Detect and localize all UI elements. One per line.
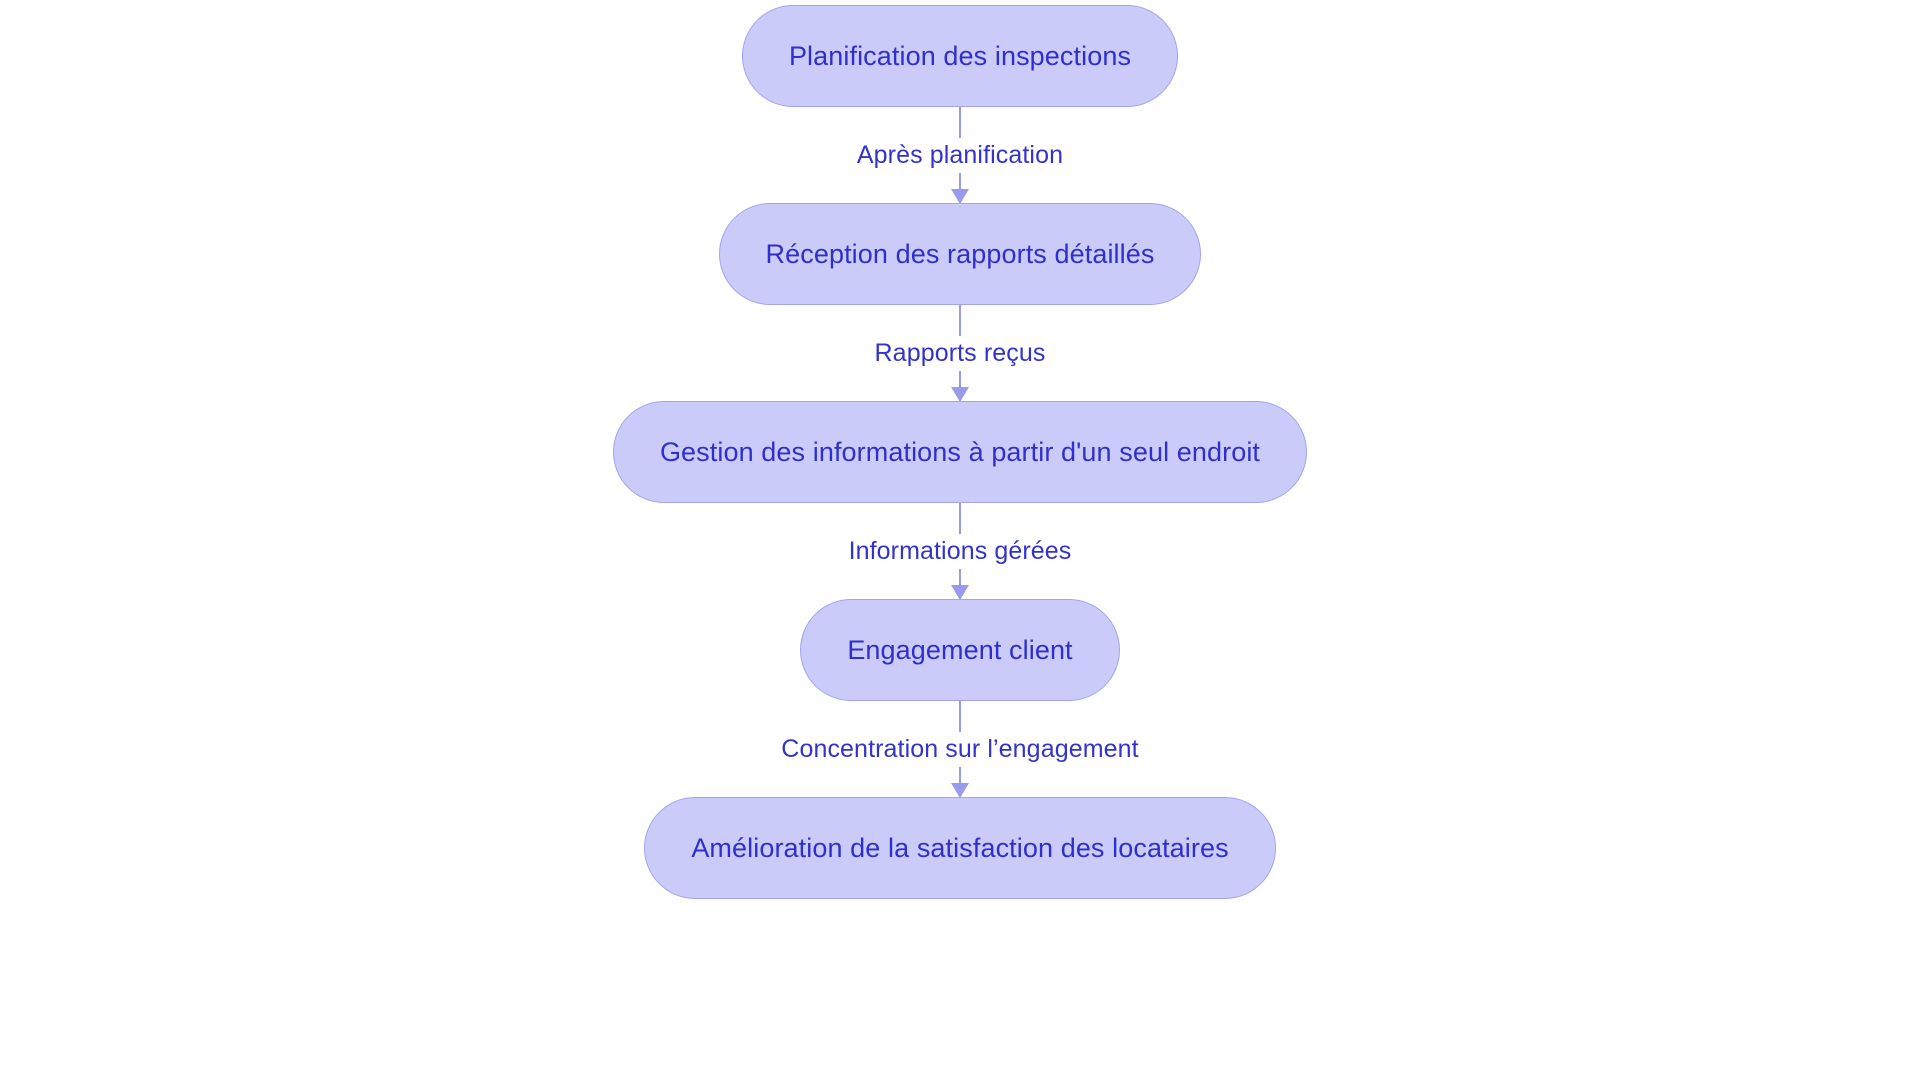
edge-label: Informations gérées <box>839 533 1081 569</box>
flow-node-label: Gestion des informations à partir d'un s… <box>659 436 1261 467</box>
down-arrow-icon <box>951 189 969 204</box>
down-arrow-icon <box>951 387 969 402</box>
flow-node-amelioration-satisfaction-locataires[interactable]: Amélioration de la satisfaction des loca… <box>644 797 1276 899</box>
flow-node-engagement-client[interactable]: Engagement client <box>800 599 1120 701</box>
down-arrow-icon <box>951 783 969 798</box>
flow-node-label: Planification des inspections <box>788 40 1132 71</box>
flow-node-label: Réception des rapports détaillés <box>765 238 1155 269</box>
down-arrow-icon <box>951 585 969 600</box>
flow-edge-n4-n5: Concentration sur l’engagement <box>750 701 1170 798</box>
flow-edge-n2-n3: Rapports reçus <box>750 305 1170 402</box>
flow-edge-n3-n4: Informations gérées <box>750 503 1170 600</box>
edge-label: Après planification <box>847 137 1073 173</box>
flow-node-reception-des-rapports-detailles[interactable]: Réception des rapports détaillés <box>718 203 1202 305</box>
edge-label: Concentration sur l’engagement <box>772 731 1148 767</box>
flow-edge-n1-n2: Après planification <box>750 107 1170 204</box>
flow-node-planification-des-inspections[interactable]: Planification des inspections <box>741 5 1179 107</box>
flow-node-label: Engagement client <box>847 634 1073 665</box>
flow-node-label: Amélioration de la satisfaction des loca… <box>691 832 1229 863</box>
edge-label: Rapports reçus <box>865 335 1055 371</box>
flow-node-gestion-des-informations[interactable]: Gestion des informations à partir d'un s… <box>612 401 1308 503</box>
